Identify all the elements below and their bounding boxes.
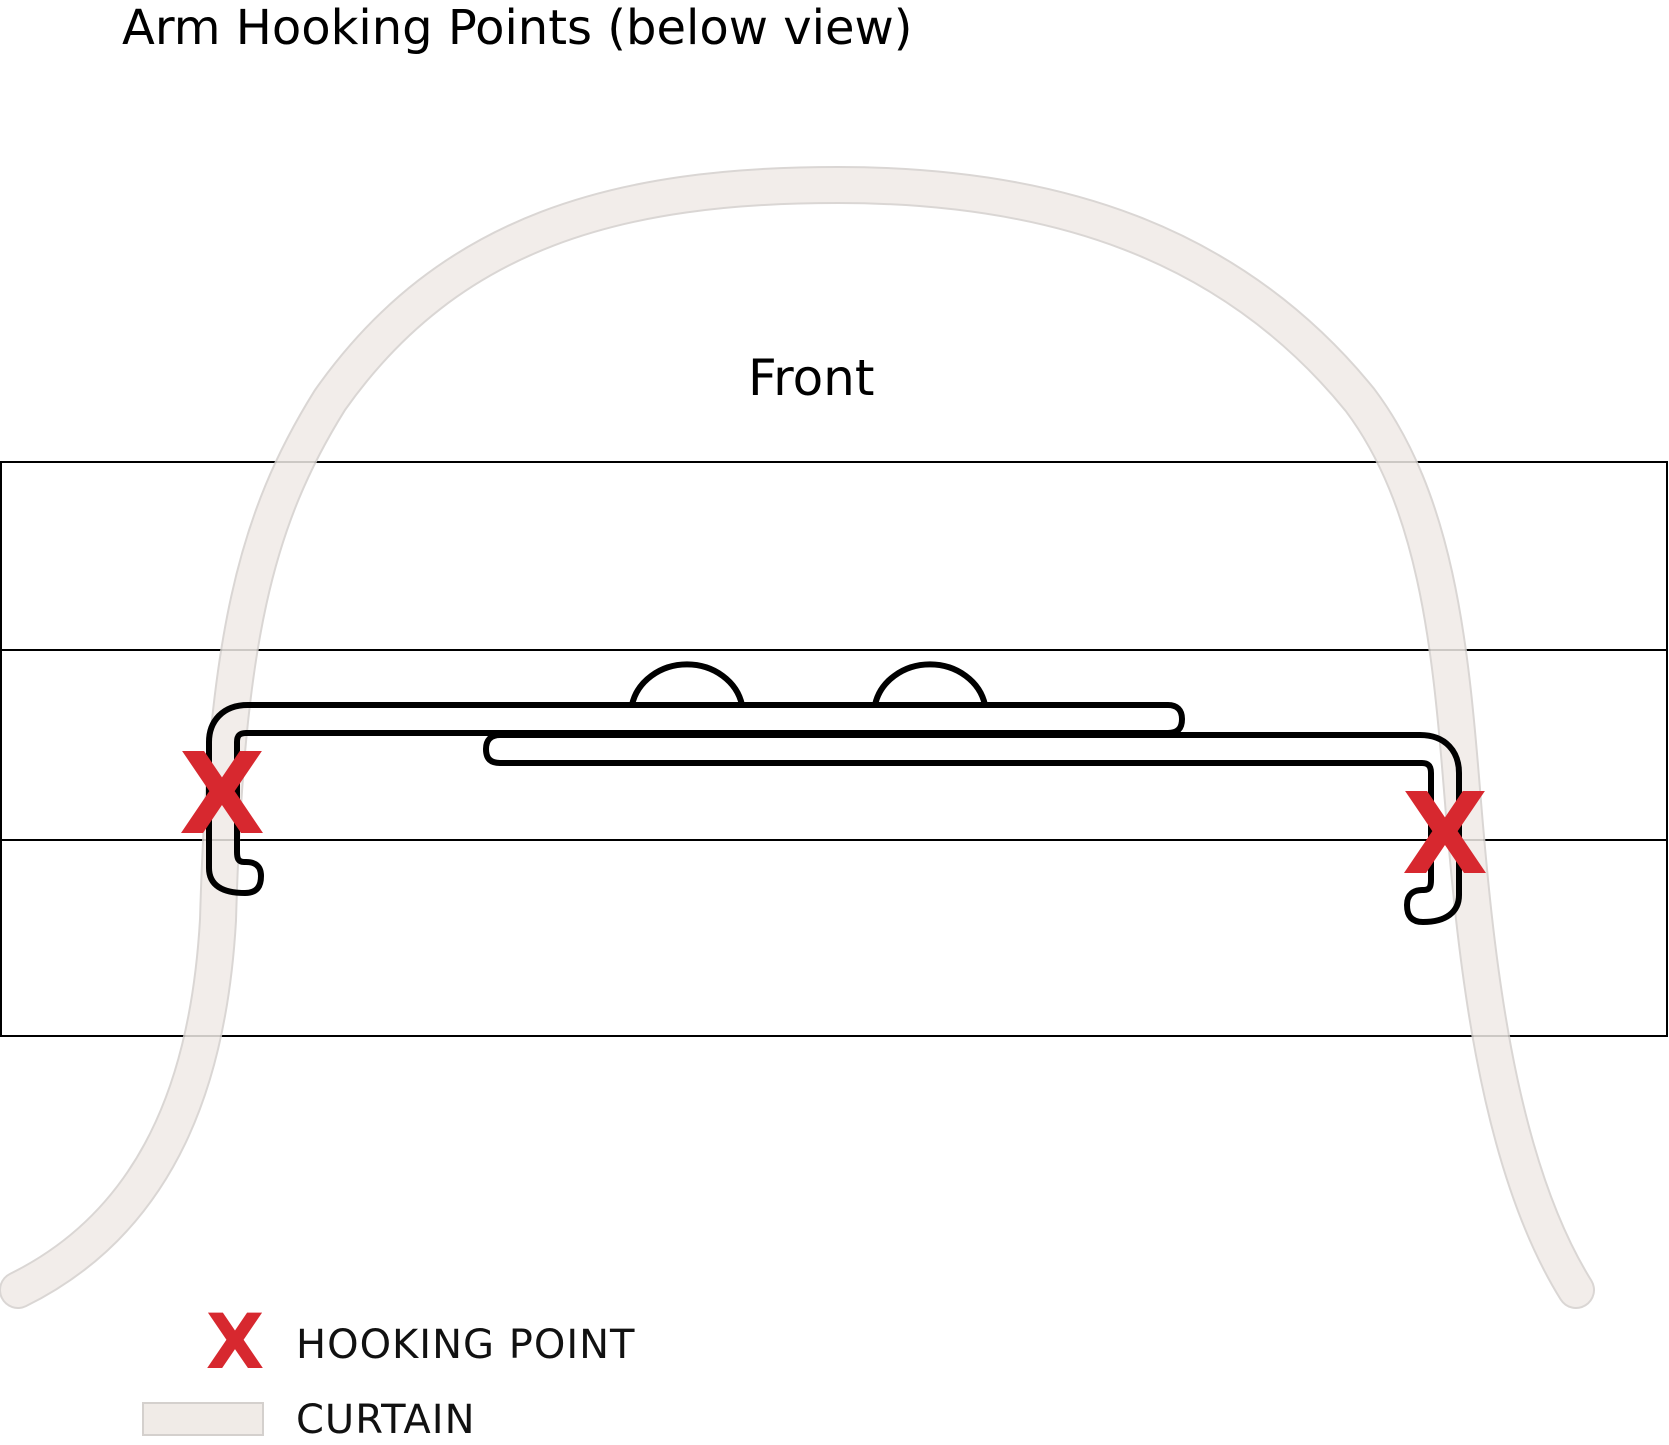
frame-outline	[0, 461, 1668, 1037]
frame-bands	[0, 461, 1668, 1037]
curtain-arm-bracket	[206, 661, 1462, 925]
diagram-title: Arm Hooking Points (below view)	[122, 0, 913, 56]
hooking-point-marker-right: X	[1402, 770, 1488, 900]
legend: X HOOKING POINT CURTAIN	[142, 1297, 635, 1443]
legend-hooking-point-marker: X	[206, 1297, 265, 1386]
mount-bump-right	[872, 661, 988, 708]
legend-curtain-swatch	[142, 1402, 264, 1436]
left-arm	[206, 702, 1185, 896]
right-arm	[483, 732, 1462, 925]
legend-hooking-point-label: HOOKING POINT	[296, 1322, 635, 1368]
legend-curtain-label: CURTAIN	[296, 1397, 476, 1443]
mount-bump-left	[629, 661, 745, 708]
hooking-point-marker-left: X	[179, 730, 265, 860]
front-label: Front	[748, 349, 874, 407]
